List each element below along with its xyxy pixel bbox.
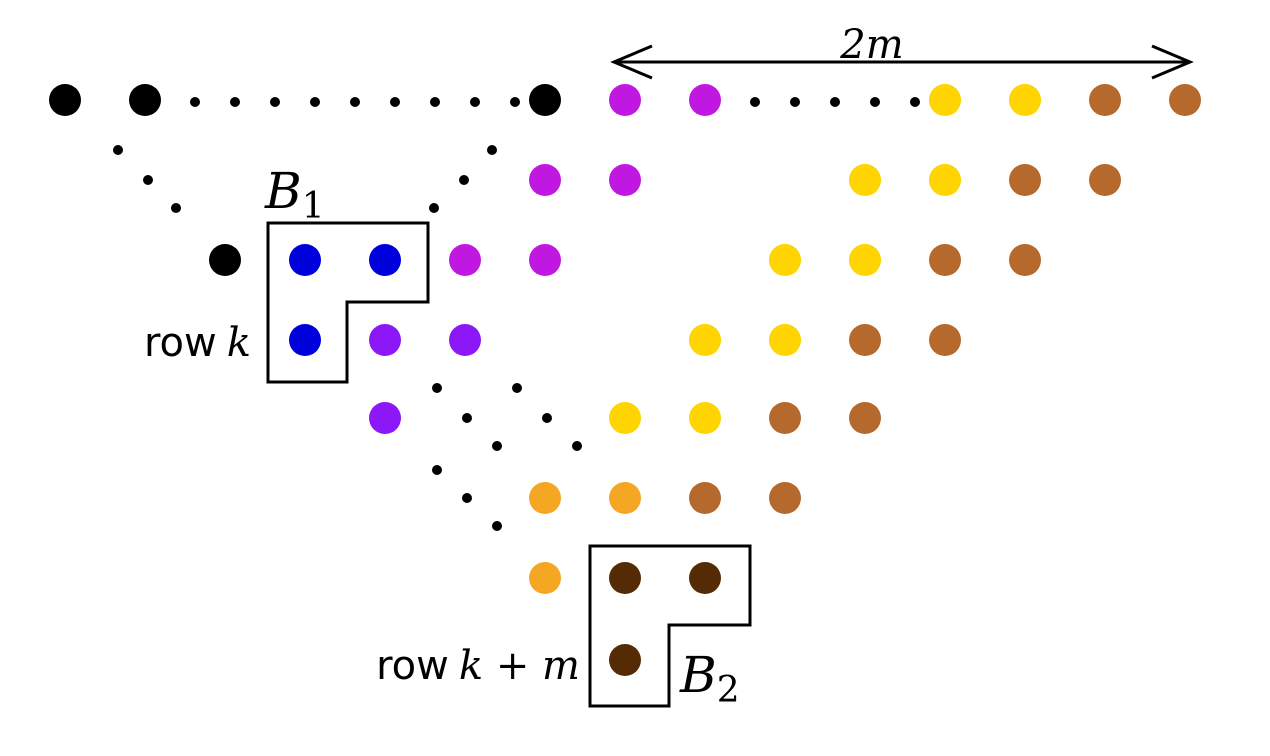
ellipsis-dot [270,97,280,107]
magenta-cell-dot [609,164,641,196]
yellow-cell-dot [769,324,801,356]
ellipsis-dot [350,97,360,107]
violet-cell-dot [369,324,401,356]
magenta-cell-dot [689,84,721,116]
yellow-cell-dot [769,244,801,276]
row-k-variable: k [227,320,251,366]
ellipsis-dot [390,97,400,107]
copper-cell-dot [1089,164,1121,196]
copper-cell-dot [769,482,801,514]
yellow-cell-dot [689,402,721,434]
ellipsis-dot [910,97,920,107]
magenta-cell-dot [449,244,481,276]
row-k-word: row [144,320,217,366]
violet-cell-dot [369,402,401,434]
row-k-plus-m-word: row [376,643,449,689]
dark_brown-cell-dot [609,562,641,594]
yellow-cell-dot [1009,84,1041,116]
width-arrow [610,44,1194,80]
orange-cell-dot [529,562,561,594]
ellipsis-dot [459,175,469,185]
dark_brown-cell-dot [609,644,641,676]
ellipsis-dot [432,465,442,475]
b2-subscript: 2 [717,670,740,711]
magenta-cell-dot [529,164,561,196]
copper-cell-dot [1009,164,1041,196]
ellipsis-dot [429,203,439,213]
yellow-cell-dot [609,402,641,434]
copper-cell-dot [849,402,881,434]
row-k-plus-m-expression: k + m [459,643,580,689]
ellipsis-dot [143,175,153,185]
black-cell-dot [129,84,161,116]
ellipsis-dot [310,97,320,107]
ellipsis-dot [572,441,582,451]
ellipsis-dot [230,97,240,107]
yellow-cell-dot [929,84,961,116]
black-cell-dot [209,244,241,276]
blue-cell-dot [369,244,401,276]
orange-cell-dot [529,482,561,514]
box-b2 [588,544,752,708]
ellipsis-dot [171,203,181,213]
black-cell-dot [529,84,561,116]
b1-subscript: 1 [302,186,325,227]
copper-cell-dot [1009,244,1041,276]
ellipsis-dot [470,97,480,107]
b2-letter: B [679,646,717,704]
ellipsis-layer [113,97,920,531]
b1-label: B1 [264,162,325,227]
b2-label: B2 [679,646,740,711]
ellipsis-dot [487,145,497,155]
ellipsis-dot [113,145,123,155]
ellipsis-dot [190,97,200,107]
ellipsis-dot [462,413,472,423]
copper-cell-dot [1169,84,1201,116]
violet-cell-dot [449,324,481,356]
magenta-cell-dot [609,84,641,116]
ellipsis-dot [432,383,442,393]
orange-cell-dot [609,482,641,514]
dark_brown-cell-dot [689,562,721,594]
ellipsis-dot [750,97,760,107]
ellipsis-dot [492,441,502,451]
yellow-cell-dot [849,244,881,276]
blue-cell-dot [289,244,321,276]
ellipsis-dot [430,97,440,107]
yellow-cell-dot [689,324,721,356]
width-label: 2m [839,22,903,68]
ellipsis-dot [462,493,472,503]
dots-layer [49,84,1201,676]
copper-cell-dot [689,482,721,514]
b1-letter: B [264,162,302,220]
yellow-cell-dot [929,164,961,196]
box-b1 [266,221,430,384]
copper-cell-dot [1089,84,1121,116]
blue-cell-dot [289,324,321,356]
copper-cell-dot [929,244,961,276]
ellipsis-dot [542,413,552,423]
yellow-cell-dot [849,164,881,196]
copper-cell-dot [929,324,961,356]
ellipsis-dot [870,97,880,107]
copper-cell-dot [849,324,881,356]
magenta-cell-dot [529,244,561,276]
ellipsis-dot [830,97,840,107]
ellipsis-dot [790,97,800,107]
ellipsis-dot [510,97,520,107]
ellipsis-dot [492,521,502,531]
copper-cell-dot [769,402,801,434]
black-cell-dot [49,84,81,116]
ellipsis-dot [512,383,522,393]
